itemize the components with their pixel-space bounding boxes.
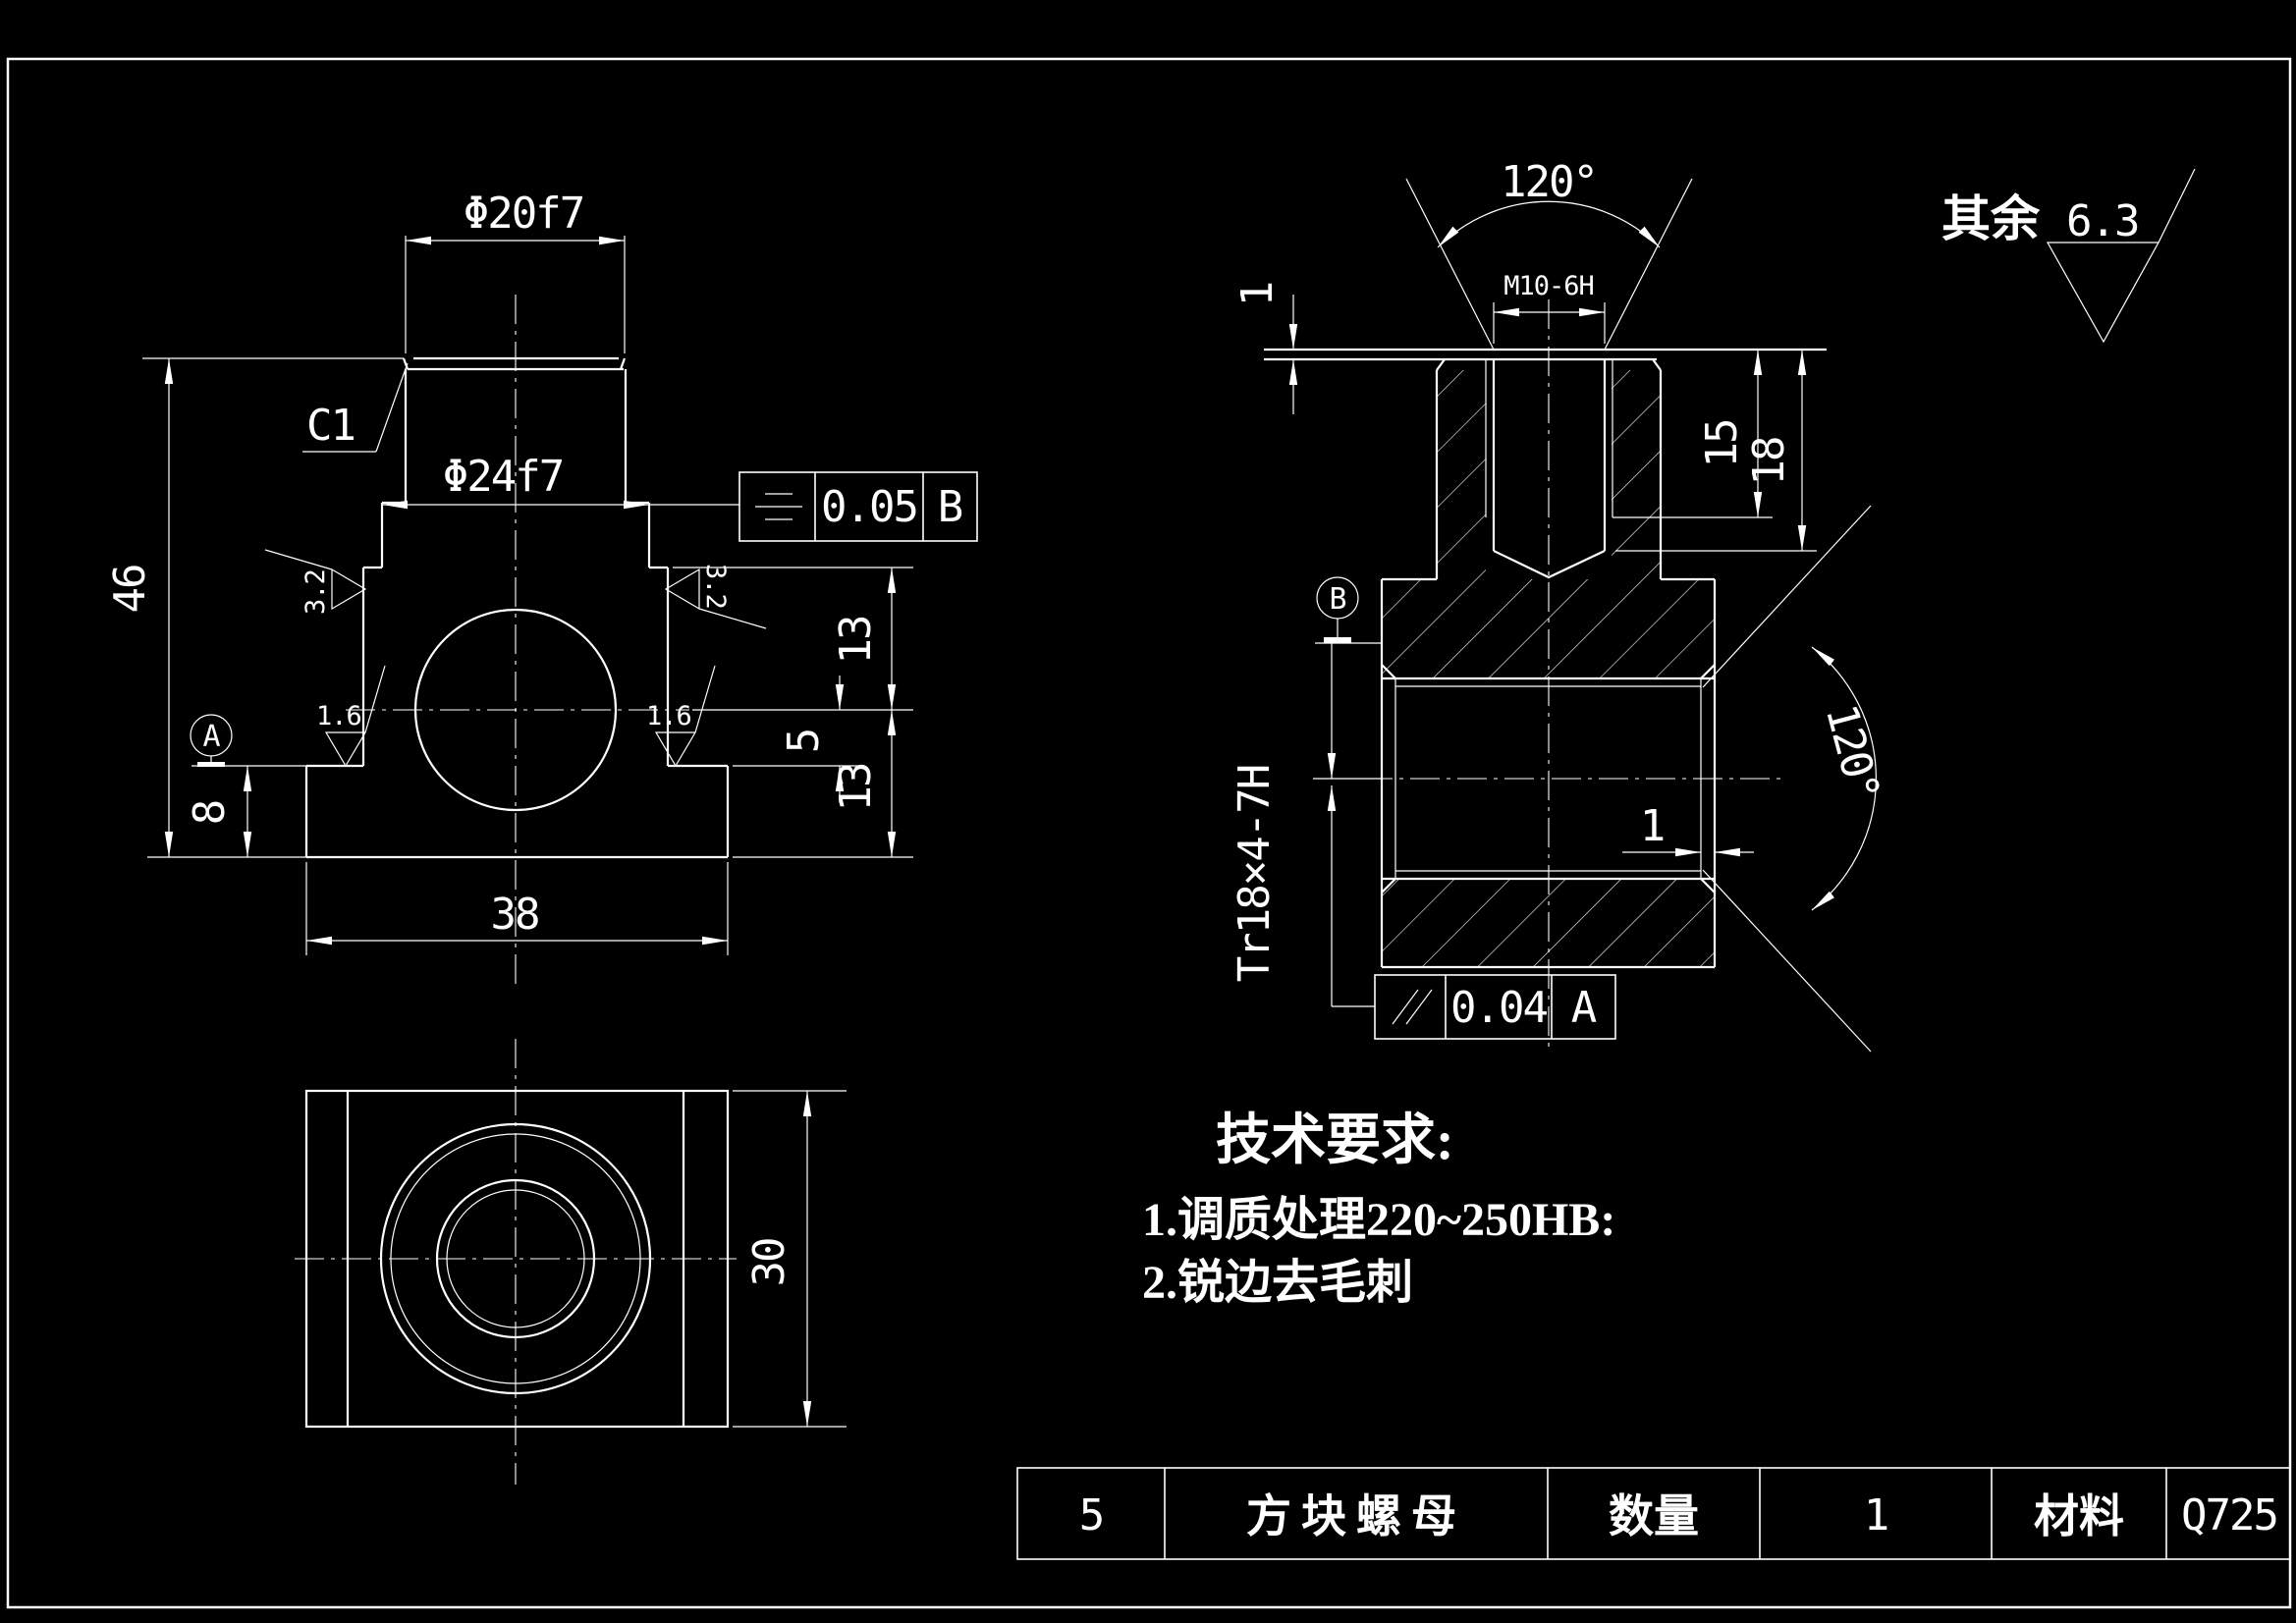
roughness-32-right-icon: 3.2	[664, 564, 767, 629]
dim-38-text: 38	[491, 890, 539, 940]
dim-1-chamfer-text: 1	[1640, 801, 1665, 851]
title-qty-value: 1	[1864, 1490, 1888, 1541]
qiyu-value: 6.3	[2066, 196, 2138, 246]
datum-b-letter: B	[1329, 582, 1345, 617]
dim-angle-top: 120°	[1405, 157, 1693, 351]
roughness-63-icon	[2046, 168, 2196, 344]
dim-46-text: 46	[105, 566, 155, 614]
dim-angle-right-text: 120°	[1816, 699, 1889, 805]
dim-30-text: 30	[744, 1239, 794, 1287]
dim-depths: 15 18	[1613, 349, 1827, 552]
tech-title: 技术要求:	[1216, 1110, 1454, 1171]
symmetry-tolerance-frame: 0.05 B	[738, 471, 978, 542]
roughness-16-left-icon: 1.6	[316, 665, 386, 768]
section-part-outline	[1264, 348, 1827, 969]
roughness-32-left-icon: 3.2	[264, 549, 367, 615]
tech-requirements: 技术要求: 1.调质处理220~250HB: 2.锐边去毛刺	[1142, 1110, 1615, 1309]
dim-m10: M10-6H	[1493, 271, 1606, 344]
title-material-value: Q725	[2181, 1490, 2277, 1541]
tech-line1: 1.调质处理220~250HB:	[1142, 1194, 1615, 1246]
dim-30: 30	[733, 1090, 847, 1428]
par-datum: A	[1571, 983, 1597, 1033]
section-view: 120° M10-6H 15 18 1 B	[1230, 157, 1889, 1053]
dim-46: 46	[105, 357, 404, 858]
front-view: Φ20f7 Φ24f7 0.05 B C1	[105, 189, 978, 990]
datum-b: B	[1315, 576, 1382, 644]
parallelism-leader	[1313, 643, 1382, 1007]
title-material-label: 材料	[2034, 1491, 2124, 1542]
parallelism-icon	[1392, 989, 1433, 1025]
dim-m10-text: M10-6H	[1503, 271, 1594, 301]
dim-5-text: 5	[779, 730, 829, 754]
title-part-name: 方块螺母	[1246, 1491, 1466, 1542]
dim-angle-top-text: 120°	[1501, 157, 1597, 207]
tol-value: 0.05	[821, 482, 917, 532]
dim-1-top-text: 1	[1232, 283, 1283, 307]
dim-38: 38	[305, 862, 729, 955]
sheet-border	[6, 57, 2292, 1609]
chamfer-text: C1	[306, 401, 355, 451]
bottom-view: 30	[295, 1039, 847, 1485]
dim-1-top: 1	[1232, 283, 1298, 414]
symmetry-icon	[755, 493, 802, 520]
roughness-16-right-text: 1.6	[646, 701, 691, 731]
bottom-part-outline	[304, 1089, 730, 1429]
title-qty-label: 数量	[1609, 1491, 1699, 1542]
tol-datum: B	[938, 482, 962, 532]
title-part-no: 5	[1079, 1490, 1104, 1541]
dim-dia20f7-text: Φ20f7	[464, 189, 583, 239]
dim-dia24f7: Φ24f7	[382, 452, 739, 510]
roughness-32-left-text: 3.2	[301, 569, 331, 615]
datum-a: A	[190, 714, 233, 767]
roughness-16-left-text: 1.6	[316, 701, 361, 731]
dim-dia24f7-text: Φ24f7	[443, 452, 563, 502]
parallelism-tolerance-frame: 0.04 A	[1374, 974, 1616, 1040]
title-block: 5 方块螺母 数量 1 材料 Q725	[1016, 1467, 2291, 1560]
front-part-outline	[304, 356, 730, 859]
dim-8-text: 8	[185, 801, 235, 826]
dim-13-upper-text: 13	[831, 617, 881, 665]
dim-dia20f7: Φ20f7	[405, 189, 626, 353]
default-roughness-note: 其余 6.3	[1941, 168, 2196, 344]
chamfer-callout: C1	[302, 362, 409, 453]
par-value: 0.04	[1450, 983, 1547, 1033]
dim-13-lower-text: 13	[831, 764, 881, 812]
tech-line2: 2.锐边去毛刺	[1142, 1257, 1413, 1309]
dim-18-text: 18	[1744, 438, 1794, 486]
roughness-32-right-text: 3.2	[700, 564, 731, 609]
datum-a-letter: A	[202, 720, 220, 754]
dim-15-text: 15	[1697, 420, 1747, 468]
qiyu-label: 其余	[1941, 191, 2041, 246]
dim-right-stack: 13 13 5	[673, 567, 913, 858]
dim-1-chamfer: 1	[1622, 801, 1754, 857]
dim-8: 8	[185, 765, 306, 857]
thread-main-label: Tr18×4-7H	[1230, 766, 1280, 982]
roughness-16-right-icon: 1.6	[646, 665, 716, 768]
